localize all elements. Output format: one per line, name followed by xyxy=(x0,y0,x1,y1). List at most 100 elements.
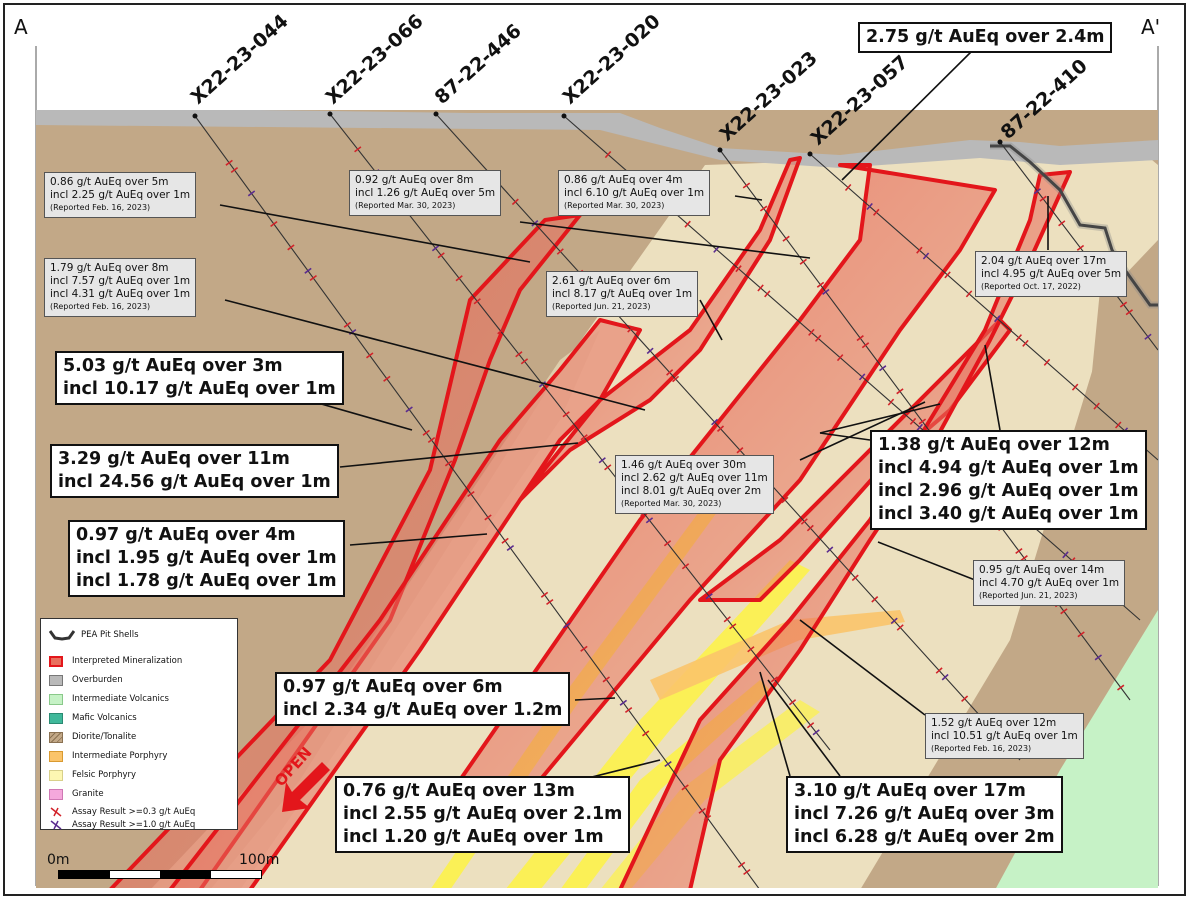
assay-mark xyxy=(844,183,852,192)
granite-swatch xyxy=(49,788,63,800)
callout-small-1: 0.86 g/t AuEq over 5m incl 2.25 g/t AuEq… xyxy=(44,172,197,218)
assay-mark xyxy=(520,358,529,365)
assay-mark xyxy=(737,861,746,868)
assay-mark xyxy=(961,695,969,702)
intermediate-porphyry-1 xyxy=(650,610,905,700)
callout-line: incl 3.40 g/t AuEq over 1m xyxy=(878,504,1139,524)
leader-s2 xyxy=(519,221,811,259)
callout-line: 2.61 g/t AuEq over 6m xyxy=(552,275,671,287)
assay-mark xyxy=(642,730,650,737)
assay-mark xyxy=(879,365,887,372)
assay-mark xyxy=(1077,631,1085,638)
assay-mark xyxy=(770,676,779,683)
assay-mark xyxy=(506,544,515,552)
callout-small-9: 1.52 g/t AuEq over 12m incl 10.51 g/t Au… xyxy=(925,713,1084,759)
callout-line: 5.03 g/t AuEq over 3m xyxy=(63,356,283,376)
assay-mark xyxy=(563,622,571,629)
callout-line: incl 4.70 g/t AuEq over 1m xyxy=(979,577,1120,589)
assay-mark xyxy=(935,667,943,674)
assay-mark xyxy=(270,220,278,228)
assay-mark xyxy=(826,546,834,553)
assay-mark xyxy=(304,267,312,274)
callout-small-7: 1.46 g/t AuEq over 30m incl 2.62 g/t AuE… xyxy=(615,455,774,514)
assay-mark xyxy=(309,274,317,282)
assay-mark xyxy=(501,537,509,544)
leader-s4 xyxy=(224,299,646,411)
callout-large-2: 5.03 g/t AuEq over 3m incl 10.17 g/t AuE… xyxy=(55,351,344,405)
int-volcanics-swatch xyxy=(49,693,63,705)
assay-mark xyxy=(562,411,570,418)
assay-mark xyxy=(781,496,789,504)
leader-c5b xyxy=(819,403,941,434)
collar-x22-23-023 xyxy=(717,147,723,153)
pit-shell-shadow xyxy=(990,142,1158,309)
trace-87-22-410 xyxy=(999,141,1158,351)
callout-line: incl 4.94 g/t AuEq over 1m xyxy=(878,458,1139,478)
legend-label: Mafic Volcanics xyxy=(72,713,137,723)
assay-mark xyxy=(646,347,654,355)
assay-mark xyxy=(1020,555,1028,562)
assay-mark xyxy=(698,807,706,814)
legend-label: Intermediate Porphyry xyxy=(72,751,168,761)
assay-mark xyxy=(467,490,475,498)
callout-line: incl 2.55 g/t AuEq over 2.1m xyxy=(343,804,623,824)
callout-line: incl 1.78 g/t AuEq over 1m xyxy=(76,571,337,591)
callout-line: 0.95 g/t AuEq over 14m xyxy=(979,564,1105,576)
callout-line: 1.38 g/t AuEq over 12m xyxy=(878,435,1110,455)
assay-mark xyxy=(759,205,768,212)
leader-c4 xyxy=(349,533,488,546)
assay-mark xyxy=(484,514,492,521)
legend-item-diorite: Diorite/Tonalite xyxy=(49,730,136,744)
collar-x22-23-057 xyxy=(807,151,813,157)
callout-line: incl 10.51 g/t AuEq over 1m xyxy=(931,730,1078,742)
assay-mark xyxy=(806,722,815,729)
assay-mark xyxy=(663,540,672,547)
callout-line: 0.92 g/t AuEq over 8m xyxy=(355,174,474,186)
drillhole-label-2: X22-23-066 xyxy=(322,10,428,109)
callout-small-4: 1.79 g/t AuEq over 8m incl 7.57 g/t AuEq… xyxy=(44,258,197,317)
assay-mark xyxy=(1062,551,1069,559)
assay-mark xyxy=(757,284,764,292)
drillhole-label-3: 87-22-446 xyxy=(431,20,526,109)
callout-line: incl 6.10 g/t AuEq over 1m xyxy=(564,187,705,199)
drillhole-label-4: X22-23-020 xyxy=(559,10,665,109)
callout-line: incl 8.01 g/t AuEq over 2m xyxy=(621,485,762,497)
legend-label: Diorite/Tonalite xyxy=(72,732,137,742)
legend-item-felsic: Felsic Porphyry xyxy=(49,768,136,782)
assay-mark xyxy=(871,596,879,603)
assay-mark xyxy=(890,617,898,625)
callout-line: incl 2.96 g/t AuEq over 1m xyxy=(878,481,1139,501)
callout-line: 2.75 g/t AuEq over 2.4m xyxy=(866,27,1105,47)
assay-mark xyxy=(247,190,256,197)
trace-87-22-446 xyxy=(435,113,1021,761)
legend-label: Intermediate Volcanics xyxy=(72,694,169,704)
assay-mark xyxy=(672,375,680,383)
assay-mark xyxy=(1094,654,1102,661)
assay-mark xyxy=(1119,301,1128,308)
reported-date: (Reported Feb. 16, 2023) xyxy=(50,203,151,212)
assay-mark xyxy=(383,375,391,382)
callout-line: incl 10.17 g/t AuEq over 1m xyxy=(63,379,336,399)
legend-item-pit: PEA Pit Shells xyxy=(49,628,139,642)
assay-mark xyxy=(437,252,445,259)
assay-mark xyxy=(729,623,737,630)
section-start-label: A xyxy=(14,15,28,39)
drillhole-label-1: X22-23-044 xyxy=(187,10,293,109)
scale-segment xyxy=(59,871,110,878)
section-end-label: A' xyxy=(1141,15,1160,39)
assay-mark xyxy=(851,574,859,582)
assay-mark xyxy=(1093,402,1100,410)
assay-mark xyxy=(422,429,430,436)
callout-line: incl 8.17 g/t AuEq over 1m xyxy=(552,288,693,300)
trace-x22-23-066 xyxy=(329,113,831,751)
assay-mark xyxy=(497,328,505,335)
legend-label: PEA Pit Shells xyxy=(81,630,139,640)
assay-mark xyxy=(444,460,453,467)
assay-mark xyxy=(896,624,904,631)
assay-mark xyxy=(703,814,712,822)
assay-mark xyxy=(473,298,481,305)
assay-mark xyxy=(816,281,825,288)
assay-mark xyxy=(716,425,725,432)
assay-mark xyxy=(918,418,927,425)
assay-mark xyxy=(873,208,880,216)
